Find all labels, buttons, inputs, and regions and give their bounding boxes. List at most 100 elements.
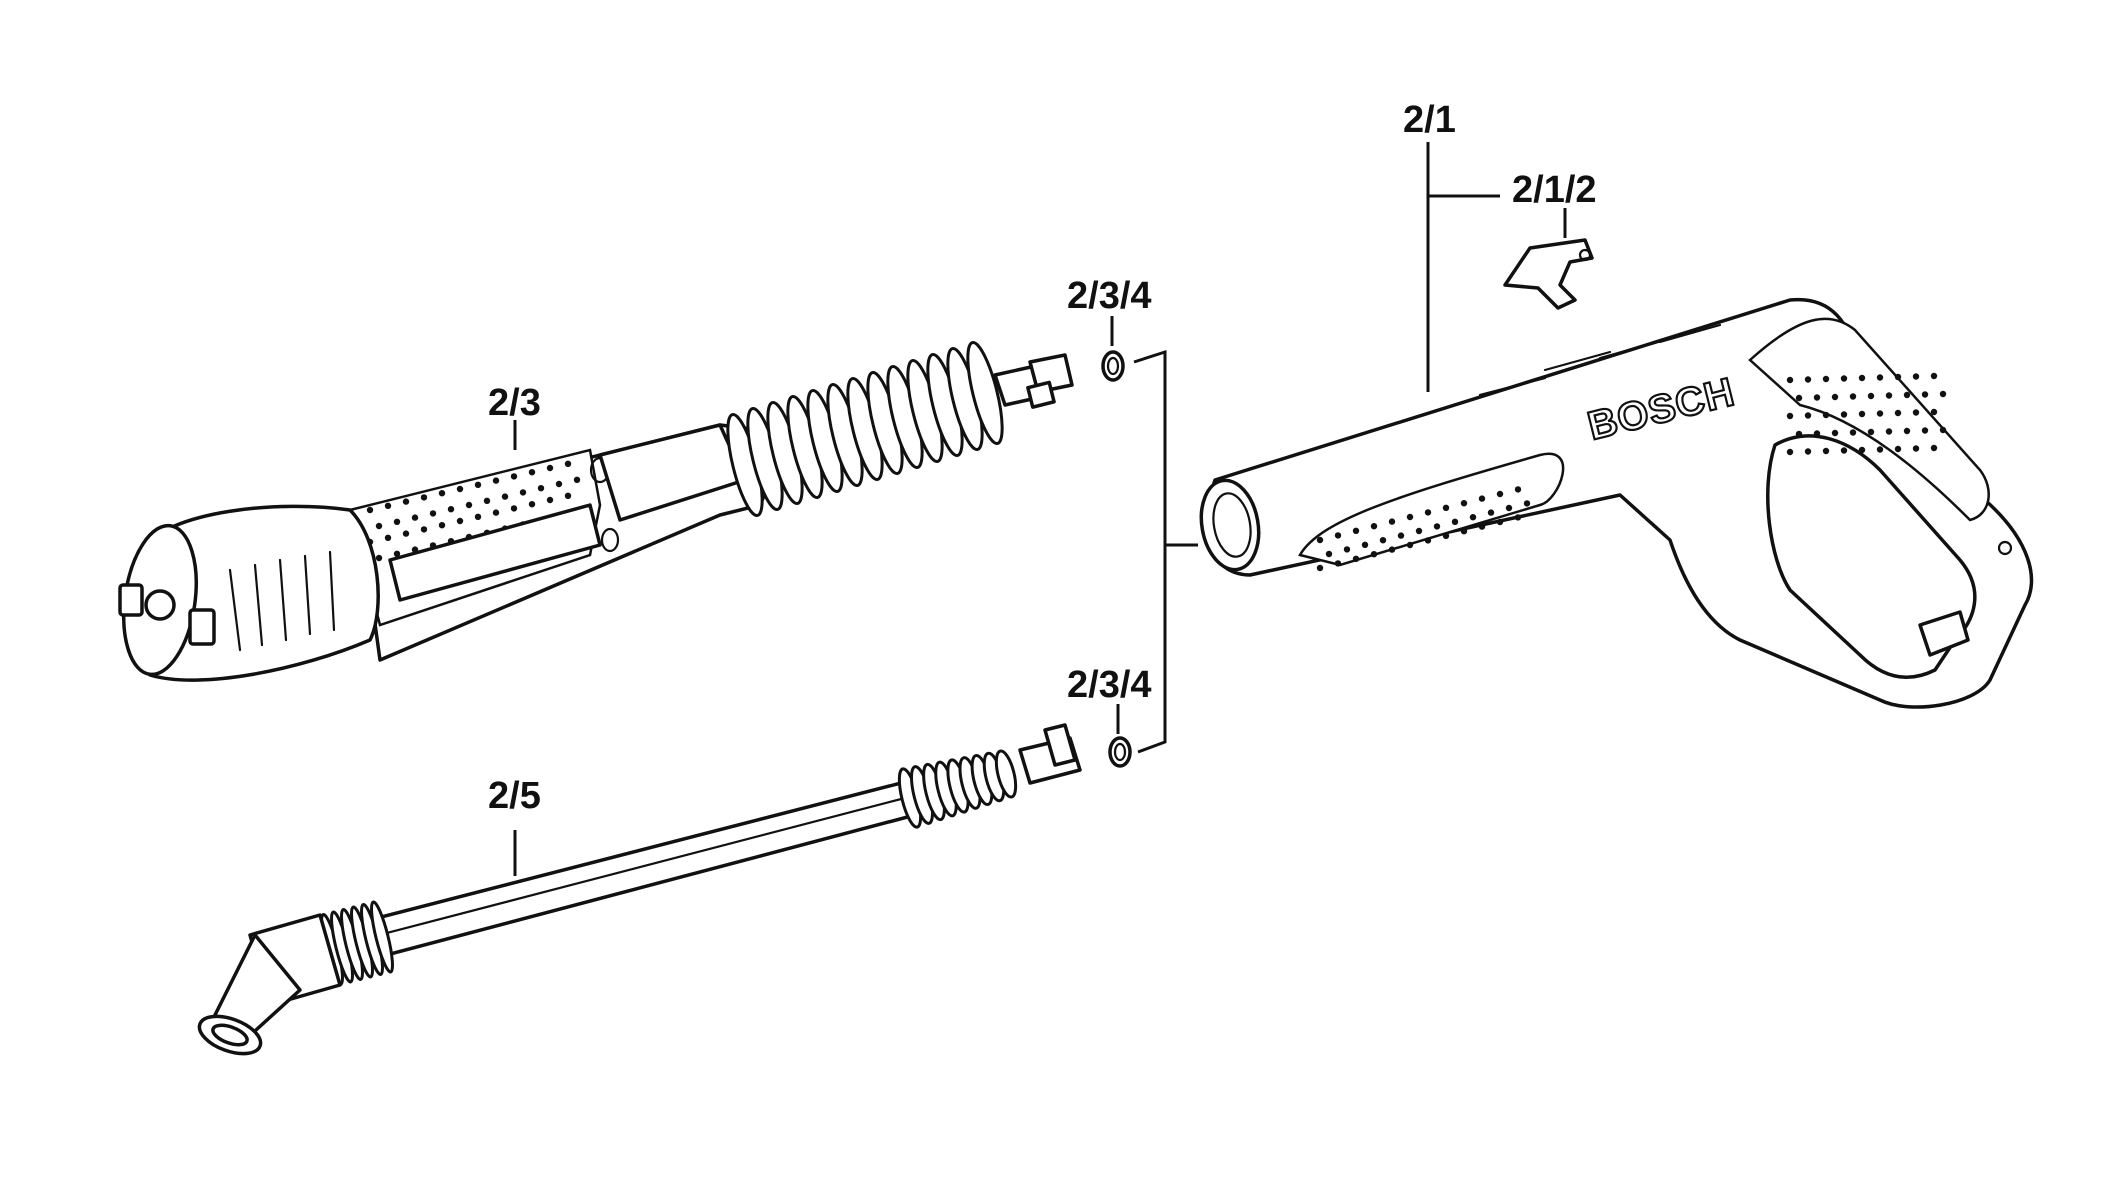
grip-dot xyxy=(1514,514,1522,521)
grip-dot xyxy=(1442,504,1450,511)
grip-dot xyxy=(1496,518,1504,526)
grip-dot xyxy=(1343,546,1351,553)
grip-dot xyxy=(555,480,563,488)
grip-dot xyxy=(1442,532,1450,539)
grip-dot xyxy=(1822,375,1830,383)
grip-dot xyxy=(1912,445,1920,452)
collar-thread xyxy=(370,900,394,974)
grip-dot xyxy=(510,473,518,480)
grip-dot xyxy=(573,476,581,483)
grip-dot xyxy=(1316,564,1324,572)
grip-dot xyxy=(1316,536,1324,544)
grip-dot xyxy=(1840,411,1848,418)
grip-dot xyxy=(1523,500,1531,507)
label-seal-upper: 2/3/4 xyxy=(1067,275,1152,317)
grip-dot xyxy=(402,498,410,505)
grip-dot xyxy=(1876,410,1884,417)
grip-dot xyxy=(474,481,482,488)
rotary-lance[interactable] xyxy=(115,340,1074,682)
grip-dot xyxy=(384,502,392,509)
grip-dots-gun-rear xyxy=(1786,372,1947,456)
grip-dot xyxy=(501,493,509,500)
grip-dot xyxy=(1858,374,1866,382)
grip-dot xyxy=(384,534,392,541)
grip-dot xyxy=(1831,429,1839,437)
grip-dot xyxy=(1379,537,1387,544)
grip-dot xyxy=(1930,372,1938,380)
grip-dot xyxy=(1903,427,1911,435)
grip-dot xyxy=(1415,527,1423,535)
grip-dot xyxy=(1921,391,1929,398)
grip-dot xyxy=(1804,448,1812,455)
bellows-rib xyxy=(994,749,1018,799)
grip-dot xyxy=(1361,541,1369,548)
grip-dot xyxy=(1388,518,1396,525)
grip-dot xyxy=(420,494,428,501)
grip-dot xyxy=(537,485,545,492)
grip-dot xyxy=(456,485,464,493)
grip-dot xyxy=(1478,495,1486,502)
grip-dot xyxy=(1496,490,1504,498)
grip-dot xyxy=(510,505,518,512)
grip-dot xyxy=(1939,390,1947,398)
grip-dot xyxy=(1406,513,1414,521)
grip-dot xyxy=(375,522,383,530)
grip-dot xyxy=(375,554,383,562)
grip-dot xyxy=(1930,444,1938,452)
grip-dots-gun-barrel xyxy=(1316,486,1531,572)
seal-lower[interactable] xyxy=(1108,736,1132,768)
grip-dot xyxy=(1876,446,1884,453)
label-trigger-clip: 2/1/2 xyxy=(1512,169,1597,211)
grip-dot xyxy=(1451,518,1459,525)
grip-dot xyxy=(1406,541,1414,549)
grip-dot xyxy=(1813,394,1821,401)
grip-dot xyxy=(411,514,419,521)
grip-dot xyxy=(447,506,455,513)
spray-lance[interactable] xyxy=(194,723,1082,1061)
grip-dot xyxy=(1840,375,1848,382)
trigger-gun[interactable]: BOSCH xyxy=(1195,297,2034,709)
grip-dot xyxy=(1795,430,1803,438)
grip-dot xyxy=(1813,430,1821,437)
grip-dot xyxy=(393,518,401,525)
grip-dot xyxy=(1921,427,1929,434)
grip-dot xyxy=(438,522,446,529)
grip-dot xyxy=(1469,514,1477,521)
grip-dot xyxy=(1433,523,1441,530)
grip-dot xyxy=(1478,523,1486,530)
grip-dot xyxy=(1397,532,1405,539)
grip-dot xyxy=(1334,560,1342,567)
label-spray-lance: 2/5 xyxy=(488,775,541,817)
grip-dot xyxy=(1352,555,1360,562)
grip-dot xyxy=(1930,408,1938,416)
grip-dot xyxy=(1460,500,1468,507)
bellows-spray-lance xyxy=(897,749,1018,829)
grip-dot xyxy=(483,497,491,504)
grip-dot xyxy=(438,490,446,497)
grip-dot xyxy=(1894,373,1902,381)
seal-upper[interactable] xyxy=(1101,350,1125,382)
grip-dot xyxy=(1849,429,1857,436)
grip-dot xyxy=(1849,393,1857,400)
trigger-clip[interactable] xyxy=(1503,238,1594,310)
grip-dot xyxy=(1912,373,1920,380)
grip-dot xyxy=(564,492,572,499)
grip-dot xyxy=(1804,376,1812,383)
grip-dot xyxy=(1460,528,1468,535)
label-rotary-lance: 2/3 xyxy=(488,382,541,424)
grip-dot xyxy=(420,526,428,533)
grip-dot xyxy=(1876,374,1884,381)
grip-dot xyxy=(1804,412,1812,419)
grip-dot xyxy=(1334,532,1342,539)
grip-dot xyxy=(402,530,410,537)
grip-dot xyxy=(1867,392,1875,400)
grip-dot xyxy=(1822,447,1830,455)
grip-dot xyxy=(519,489,527,496)
grip-dot xyxy=(1939,426,1947,434)
grip-dot xyxy=(456,517,464,525)
grip-dot xyxy=(1505,504,1513,512)
grip-dot xyxy=(1903,391,1911,399)
grip-dot xyxy=(1867,428,1875,436)
grip-dot xyxy=(564,460,572,467)
